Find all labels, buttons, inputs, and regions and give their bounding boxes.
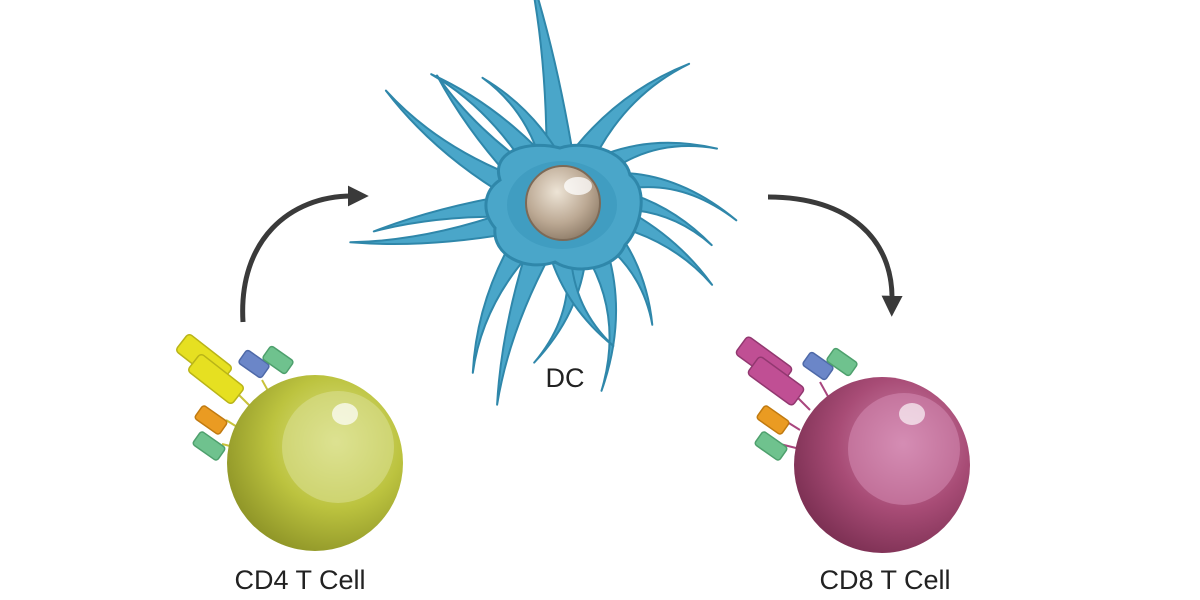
cd8-t-cell-label: CD8 T Cell: [819, 565, 951, 595]
dc-dendrite-1: [533, 0, 576, 167]
cd8-inner-sphere: [848, 393, 960, 505]
arrow-cd4-to-dc: [240, 185, 369, 323]
arrow-dc-to-cd8: [767, 194, 903, 317]
cd8-highlight: [899, 403, 925, 425]
cd8-receptor-blue: [802, 351, 834, 381]
cd8-receptor-magenta-2: [747, 356, 805, 406]
cd8-receptor-green-top: [826, 347, 858, 377]
cd8-t-cell-icon: [735, 336, 970, 553]
cd8-receptor-green-bottom: [754, 431, 788, 461]
dc-nucleus: [525, 165, 601, 241]
cd8-receptors: [735, 336, 858, 461]
cd4-receptors: [176, 333, 294, 461]
dc-dendrite-10: [545, 242, 615, 347]
dc-dendrite-2: [562, 62, 691, 173]
cd4-receptor-green-bottom: [192, 431, 226, 461]
cd4-receptor-yellow-2: [188, 353, 244, 405]
cd4-inner-sphere: [282, 391, 394, 503]
dendritic-cell-icon: [349, 0, 738, 406]
cd4-t-cell-label: CD4 T Cell: [234, 565, 366, 595]
cd8-receptor-orange: [756, 405, 790, 435]
dc-nucleus-highlight: [564, 177, 592, 195]
cd4-highlight: [332, 403, 358, 425]
cd4-receptor-green-top: [262, 345, 294, 375]
dc-dendrite-13: [349, 206, 530, 245]
dc-label: DC: [545, 363, 585, 393]
cd4-receptor-orange: [194, 405, 228, 435]
cd4-receptor-blue: [238, 349, 270, 379]
dc-dendrite-8: [578, 225, 618, 392]
cd4-t-cell-icon: [176, 333, 403, 551]
dc-dendrite-15: [384, 89, 529, 206]
